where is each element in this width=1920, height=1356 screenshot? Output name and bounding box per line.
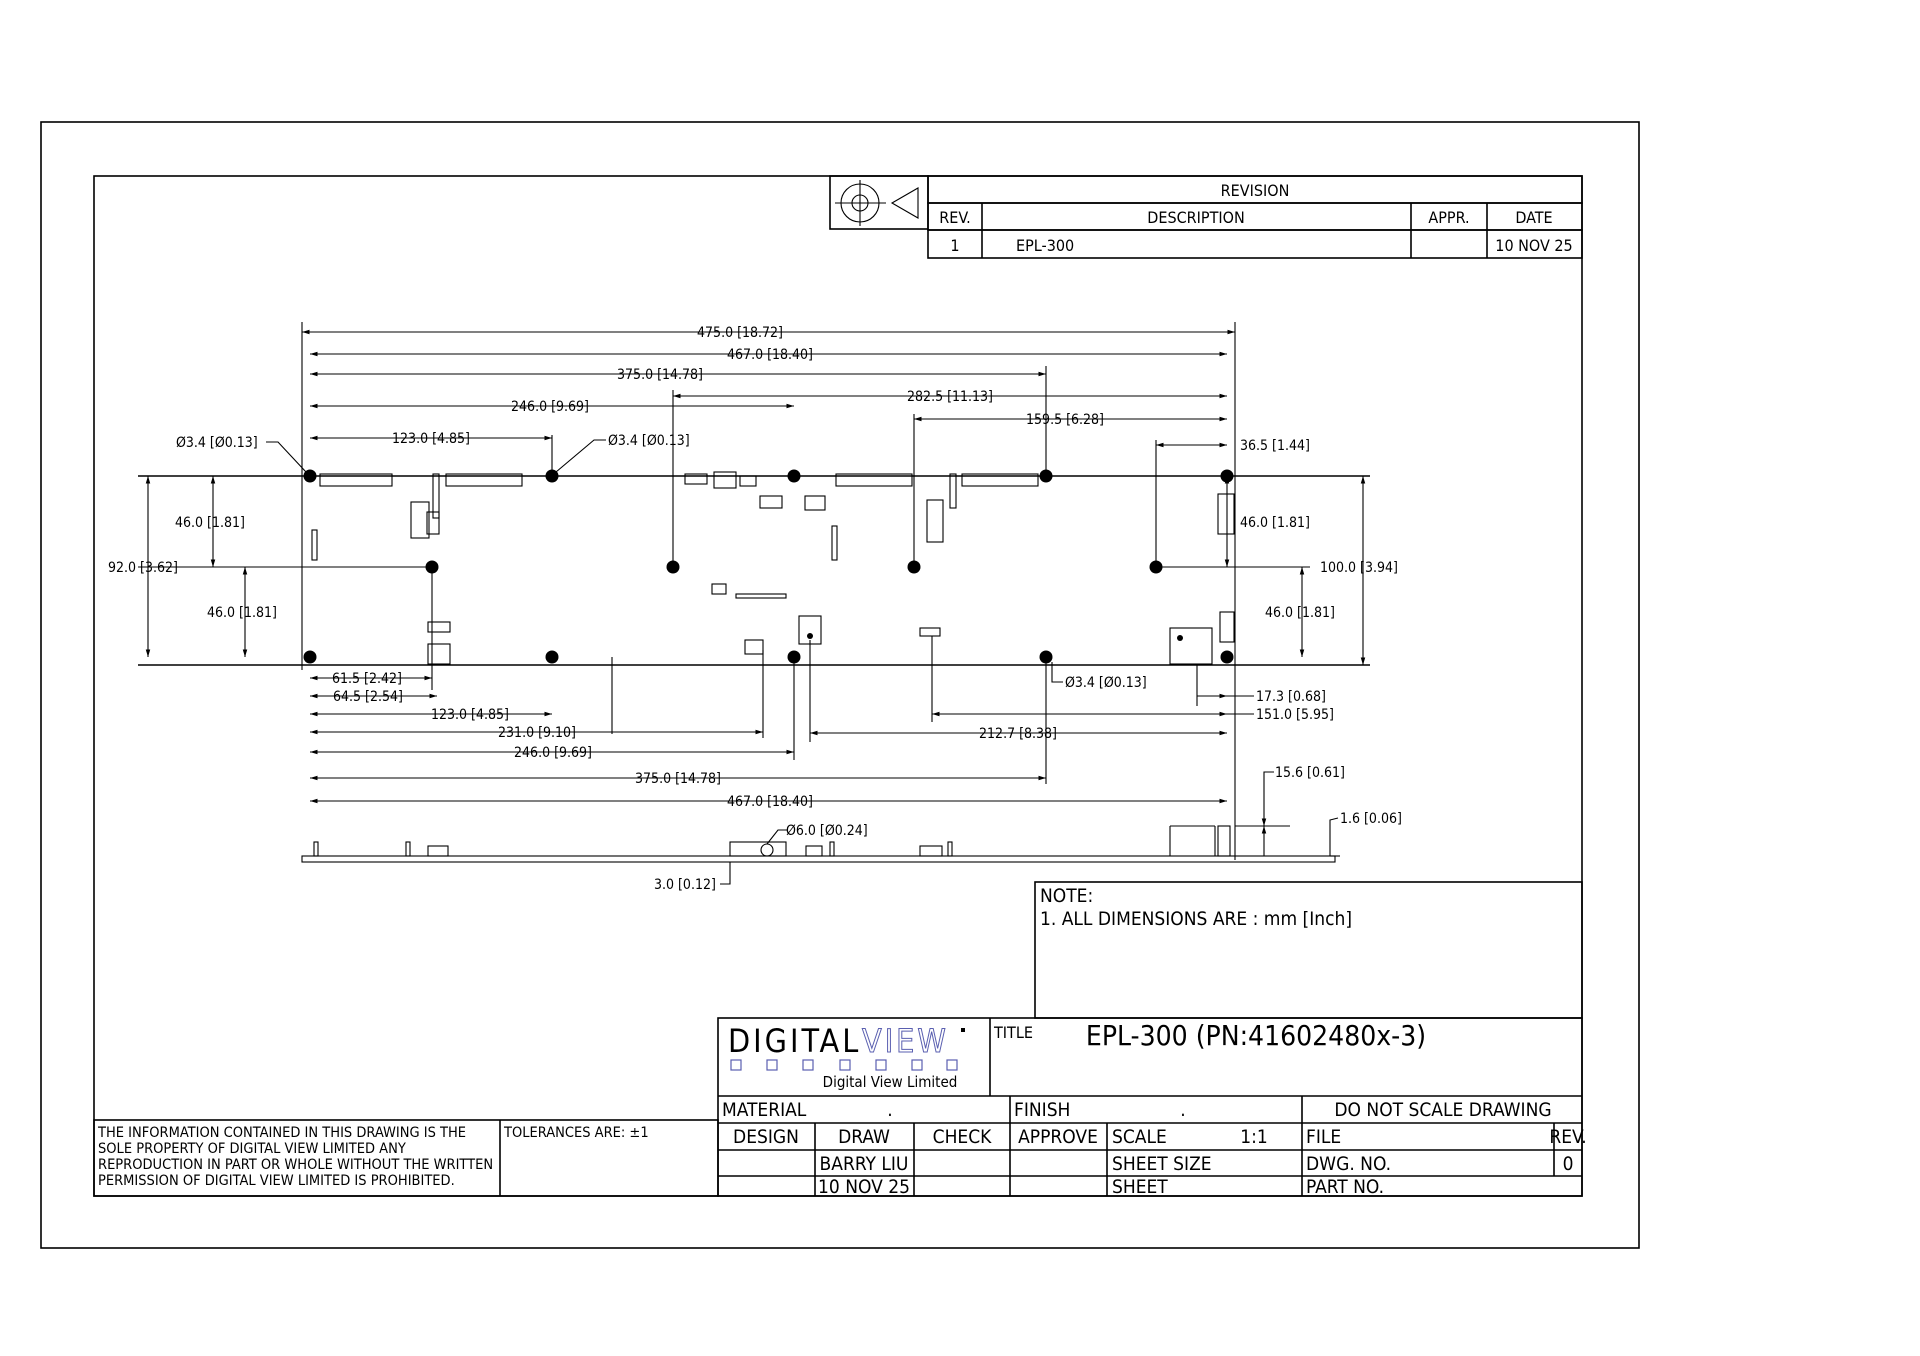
title-label: TITLE	[993, 1023, 1033, 1042]
mounting-holes	[303, 469, 1234, 664]
top-dimensions: 475.0 [18.72] 467.0 [18.40] 375.0 [14.78…	[176, 325, 1310, 473]
revision-heading: REVISION	[1221, 181, 1290, 200]
draw-date: 10 NOV 25	[818, 1176, 910, 1198]
sheet-size-label: SHEET SIZE	[1112, 1153, 1212, 1175]
dim-left-46-bottom: 46.0 [1.81]	[207, 605, 277, 621]
sheet-label: SHEET	[1112, 1176, 1168, 1198]
check-label: CHECK	[933, 1126, 993, 1148]
logo-text-digital: DIGITAL	[728, 1022, 861, 1060]
tolerances-label: TOLERANCES ARE: ±1	[503, 1125, 649, 1141]
note-box: NOTE: 1. ALL DIMENSIONS ARE : mm [Inch]	[1034, 881, 1583, 1019]
dim-side-15: 15.6 [0.61]	[1275, 765, 1345, 781]
dim-right-46-bottom: 46.0 [1.81]	[1265, 605, 1335, 621]
dim-side-1-6: 1.6 [0.06]	[1340, 811, 1402, 827]
revision-row-date: 10 NOV 25	[1495, 236, 1572, 255]
approve-label: APPROVE	[1018, 1126, 1098, 1148]
dim-side-6: Ø6.0 [Ø0.24]	[786, 823, 868, 839]
dwg-no-label: DWG. NO.	[1306, 1153, 1391, 1175]
side-dimensions: 46.0 [1.81] 92.0 [3.62] 46.0 [1.81] 46.0…	[108, 476, 1398, 665]
file-label: FILE	[1306, 1126, 1341, 1148]
rev-value: 0	[1563, 1153, 1574, 1175]
outer-frame	[40, 121, 1640, 1249]
dim-bot-123: 123.0 [4.85]	[431, 707, 509, 723]
dim-top-282: 282.5 [11.13]	[907, 389, 993, 405]
revision-col-date: DATE	[1515, 208, 1552, 227]
logo-text-view: VIEW	[862, 1022, 949, 1060]
disclaimer-line-1: THE INFORMATION CONTAINED IN THIS DRAWIN…	[97, 1125, 466, 1141]
dim-left-92: 92.0 [3.62]	[108, 560, 178, 576]
dim-top-123: 123.0 [4.85]	[392, 431, 470, 447]
draw-label: DRAW	[838, 1126, 890, 1148]
disclaimer-block: THE INFORMATION CONTAINED IN THIS DRAWIN…	[93, 1119, 719, 1197]
revision-col-rev: REV.	[939, 208, 970, 227]
dim-bot-375: 375.0 [14.78]	[635, 771, 721, 787]
revision-col-description: DESCRIPTION	[1147, 208, 1244, 227]
dim-bot-467: 467.0 [18.40]	[727, 794, 813, 810]
dim-right-100: 100.0 [3.94]	[1320, 560, 1398, 576]
revision-row-description: EPL-300	[1016, 236, 1074, 255]
do-not-scale: DO NOT SCALE DRAWING	[1334, 1099, 1551, 1121]
scale-label: SCALE	[1112, 1126, 1167, 1148]
dim-bot-64: 64.5 [2.54]	[333, 689, 403, 705]
dim-hole-mid: Ø3.4 [Ø0.13]	[608, 433, 690, 449]
scale-value: 1:1	[1240, 1126, 1268, 1148]
dim-top-159: 159.5 [6.28]	[1026, 412, 1104, 428]
note-heading: NOTE:	[1040, 885, 1093, 907]
revision-row-rev: 1	[950, 236, 959, 255]
draw-name: BARRY LIU	[820, 1153, 909, 1175]
disclaimer-line-3: REPRODUCTION IN PART OR WHOLE WITHOUT TH…	[98, 1157, 493, 1173]
material-value: .	[887, 1099, 892, 1121]
finish-value: .	[1180, 1099, 1185, 1121]
dim-hole-bottom: Ø3.4 [Ø0.13]	[1065, 675, 1147, 691]
logo-company: Digital View Limited	[823, 1073, 958, 1091]
dim-top-375: 375.0 [14.78]	[617, 367, 703, 383]
board-side-view: 15.6 [0.61] 1.6 [0.06] Ø6.0 [Ø0.24] 3.0 …	[301, 765, 1402, 893]
dim-bot-212: 212.7 [8.38]	[979, 726, 1057, 742]
bottom-dimensions: 61.5 [2.42] 64.5 [2.54] 123.0 [4.85] 231…	[310, 636, 1334, 810]
disclaimer-line-2: SOLE PROPERTY OF DIGITAL VIEW LIMITED AN…	[98, 1141, 406, 1157]
title-value: EPL-300 (PN:41602480x-3)	[1086, 1019, 1426, 1052]
dim-bot-231: 231.0 [9.10]	[498, 725, 576, 741]
disclaimer-line-4: PERMISSION OF DIGITAL VIEW LIMITED IS PR…	[98, 1173, 455, 1189]
dim-bot-17: 17.3 [0.68]	[1256, 689, 1326, 705]
dim-left-46-top: 46.0 [1.81]	[175, 515, 245, 531]
part-no-label: PART NO.	[1306, 1176, 1384, 1198]
projection-symbol-icon	[835, 180, 919, 226]
dim-bot-151: 151.0 [5.95]	[1256, 707, 1334, 723]
revision-col-appr: APPR.	[1428, 208, 1469, 227]
revision-block: REVISION REV. DESCRIPTION APPR. DATE 1 E…	[829, 175, 1583, 259]
dim-right-46-top: 46.0 [1.81]	[1240, 515, 1310, 531]
dim-bot-246: 246.0 [9.69]	[514, 745, 592, 761]
material-label: MATERIAL	[722, 1099, 807, 1121]
board-top-view	[138, 322, 1370, 860]
design-label: DESIGN	[733, 1126, 799, 1148]
dim-hole-left: Ø3.4 [Ø0.13]	[176, 435, 258, 451]
dim-top-36: 36.5 [1.44]	[1240, 438, 1310, 454]
dim-bot-61: 61.5 [2.42]	[332, 671, 402, 687]
dim-side-3: 3.0 [0.12]	[654, 877, 716, 893]
dim-top-467: 467.0 [18.40]	[727, 347, 813, 363]
title-block: DIGITAL VIEW Digital View Limited TITLE …	[717, 1017, 1587, 1198]
finish-label: FINISH	[1014, 1099, 1070, 1121]
note-line-1: 1. ALL DIMENSIONS ARE : mm [Inch]	[1040, 908, 1352, 930]
dim-top-246: 246.0 [9.69]	[511, 399, 589, 415]
digital-view-logo: DIGITAL VIEW Digital View Limited	[728, 1022, 965, 1091]
dim-top-475: 475.0 [18.72]	[697, 325, 783, 341]
rev-label: REV.	[1549, 1126, 1586, 1148]
